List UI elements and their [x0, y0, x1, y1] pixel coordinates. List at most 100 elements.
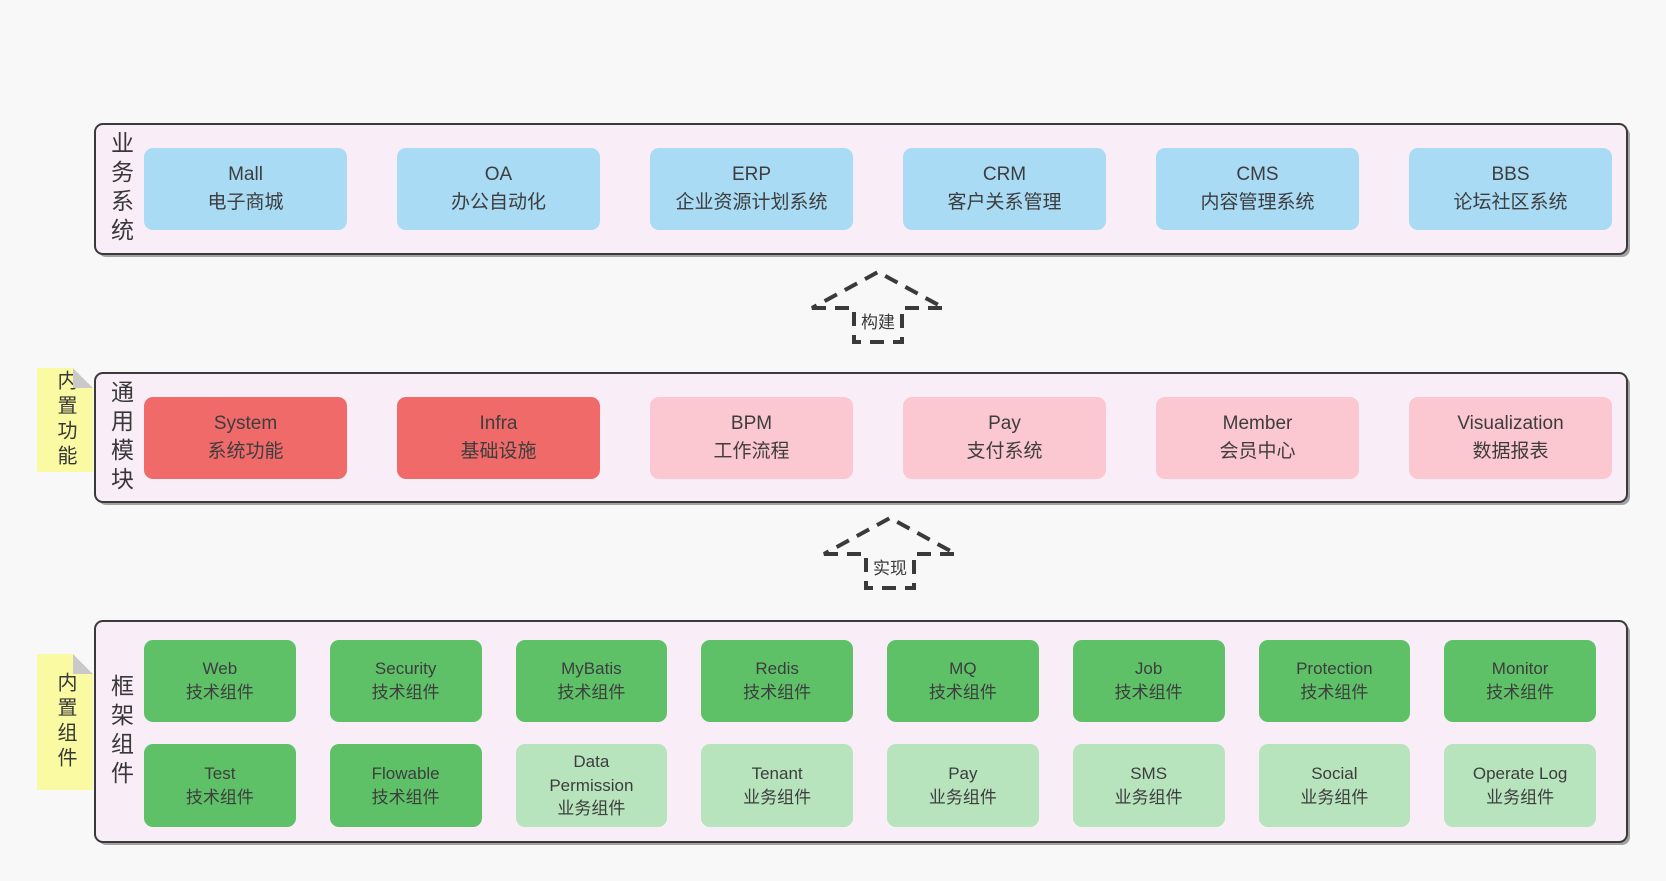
box-subtitle: 业务组件 [557, 799, 626, 819]
diagram-box-security: Security 技术组件 [329, 640, 482, 722]
box-title: MyBatis [561, 659, 622, 679]
box-title: BPM [730, 412, 773, 434]
box-subtitle: 业务组件 [743, 787, 812, 807]
box-title: Redis [755, 659, 799, 679]
box-title: Tenant [751, 763, 803, 783]
diagram-box-oa: OA 办公自动化 [397, 148, 600, 230]
dashed-up-arrow-build: 构建 [808, 268, 948, 348]
box-title: ERP [731, 164, 772, 186]
up-arrow-icon [811, 269, 945, 344]
box-title: Security [374, 659, 437, 679]
box-subtitle: 企业资源计划系统 [675, 192, 828, 213]
box-subtitle: 论坛社区系统 [1453, 192, 1568, 213]
box-subtitle: 会员中心 [1219, 440, 1296, 462]
diagram-box-test: Test 技术组件 [144, 744, 296, 827]
box-title: BBS [1491, 164, 1530, 186]
layer-components-label: 框架组件 [107, 673, 134, 790]
folded-corner-icon [73, 368, 93, 388]
box-subtitle: 业务组件 [1300, 787, 1369, 807]
box-title: Web [202, 659, 238, 679]
diagram-box-flowable: Flowable 技术组件 [329, 744, 482, 827]
sticky-note-built-in-features: 内置功能 [37, 368, 93, 472]
diagram-box-mybatis: MyBatis 技术组件 [515, 640, 668, 722]
box-subtitle: 客户关系管理 [947, 192, 1062, 213]
box-subtitle: 电子商城 [207, 192, 284, 213]
box-title: Visualization [1457, 412, 1564, 434]
diagram-box-mall: Mall 电子商城 [144, 148, 347, 230]
box-subtitle: 技术组件 [185, 683, 254, 702]
box-subtitle: 业务组件 [1114, 787, 1183, 807]
layer-components-label-wrap: 框架组件 [96, 622, 144, 841]
dashed-up-arrow-implement: 实现 [820, 514, 960, 594]
business-box-row: Mall 电子商城 OA 办公自动化 ERP 企业资源计划系统 CRM 客户关系管理 CMS 内容… [144, 125, 1626, 253]
sticky-note-built-in-components: 内置组件 [37, 654, 93, 790]
box-subtitle: 技术组件 [1300, 683, 1369, 702]
box-subtitle: 支付系统 [966, 440, 1043, 462]
box-subtitle: 业务组件 [928, 787, 997, 807]
diagram-box-visualization: Visualization 数据报表 [1409, 396, 1612, 479]
box-title: OA [484, 164, 513, 186]
diagram-box-web: Web 技术组件 [144, 640, 296, 722]
box-subtitle: 业务组件 [1486, 787, 1555, 807]
box-title: Protection [1296, 659, 1373, 679]
box-title: SMS [1130, 763, 1168, 783]
diagram-box-tenant: Tenant 业务组件 [701, 744, 853, 827]
arrow-implement-label: 实现 [871, 554, 909, 579]
box-subtitle: 内容管理系统 [1200, 192, 1315, 213]
layer-business-systems: 业务系统 Mall 电子商城 OA 办公自动化 ERP 企业资源计划系统 CRM 客户关系管理… [94, 123, 1628, 255]
layer-business-label: 业务系统 [107, 131, 134, 247]
folded-corner-icon [73, 654, 93, 674]
box-title: Infra [479, 412, 518, 434]
diagram-box-operate-log: Operate Log 业务组件 [1444, 744, 1596, 827]
box-title: Mall [228, 164, 263, 186]
box-subtitle: 技术组件 [1114, 683, 1183, 702]
box-subtitle: 数据报表 [1472, 440, 1549, 462]
box-title: Social [1311, 763, 1358, 783]
diagram-box-infra: Infra 基础设施 [397, 396, 600, 479]
box-title: Pay [948, 763, 978, 783]
box-title: System [213, 412, 278, 434]
diagram-box-social: Social 业务组件 [1258, 744, 1411, 827]
box-subtitle: 技术组件 [185, 787, 254, 807]
box-title: MQ [949, 659, 977, 679]
box-title: Test [204, 763, 236, 783]
sticky-built-in-features-label: 内置功能 [54, 370, 76, 470]
up-arrow-icon [823, 515, 957, 590]
diagram-box-erp: ERP 企业资源计划系统 [650, 148, 853, 230]
box-title: CMS [1236, 164, 1279, 186]
box-title: CRM [982, 164, 1027, 186]
box-subtitle: 办公自动化 [450, 192, 546, 213]
layer-modules-label-wrap: 通用模块 [96, 374, 144, 501]
diagram-box-pay: Pay 业务组件 [887, 744, 1039, 827]
box-title: Monitor [1491, 659, 1549, 679]
diagram-box-protection: Protection 技术组件 [1258, 640, 1411, 722]
box-subtitle: 技术组件 [557, 683, 626, 702]
box-subtitle: 基础设施 [460, 440, 537, 462]
box-title: Flowable [371, 763, 440, 783]
layer-modules-label: 通用模块 [107, 379, 134, 496]
box-title: Job [1134, 659, 1163, 679]
diagram-box-redis: Redis 技术组件 [701, 640, 853, 722]
diagram-box-system: System 系统功能 [144, 396, 347, 479]
box-subtitle: 技术组件 [371, 683, 440, 702]
box-title: Data Permission [549, 751, 634, 795]
box-subtitle: 技术组件 [743, 683, 812, 702]
box-subtitle: 系统功能 [207, 440, 284, 462]
box-subtitle: 技术组件 [371, 787, 440, 807]
box-title: Member [1222, 412, 1293, 434]
box-title: Operate Log [1472, 763, 1568, 783]
diagram-box-bbs: BBS 论坛社区系统 [1409, 148, 1612, 230]
diagram-box-data-permission: Data Permission 业务组件 [515, 744, 668, 827]
sticky-built-in-components-label: 内置组件 [54, 672, 76, 772]
arrow-build-label: 构建 [859, 308, 897, 333]
diagram-box-job: Job 技术组件 [1072, 640, 1225, 722]
